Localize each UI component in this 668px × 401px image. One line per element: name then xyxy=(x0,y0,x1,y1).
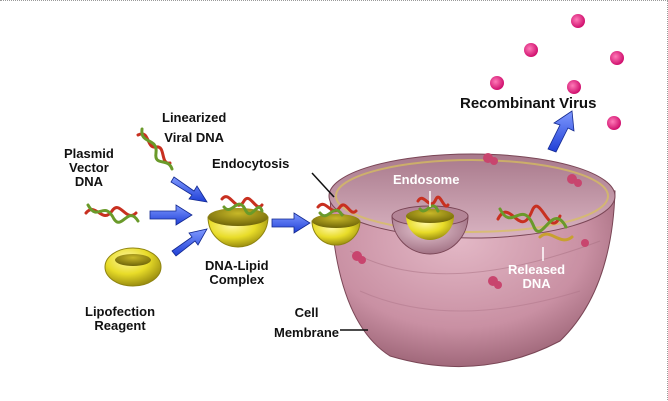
label-line: DNA xyxy=(74,174,104,189)
label-line: Vector xyxy=(69,160,109,175)
label-endocytosis: Endocytosis xyxy=(212,156,290,171)
label-released-dna: Released DNA xyxy=(508,263,565,291)
label-line: DNA-Lipid xyxy=(205,258,269,273)
label-linearized-viral-dna: Linearized Viral DNA xyxy=(162,111,226,145)
label-line: Released xyxy=(508,262,566,277)
lipid-vesicle-icon xyxy=(104,247,162,287)
label-line: Linearized xyxy=(162,110,227,125)
receptor-icon xyxy=(352,153,589,289)
label-line: Membrane xyxy=(274,325,340,340)
arrow-icon xyxy=(149,110,575,257)
dna-lipid-complex-icon xyxy=(207,208,269,248)
label-line: Plasmid xyxy=(64,146,114,161)
label-line: DNA xyxy=(522,276,551,291)
released-dna-icon xyxy=(496,204,574,242)
cell-body xyxy=(328,153,616,367)
label-plasmid-vector-dna: Plasmid Vector DNA xyxy=(64,147,114,189)
label-recombinant-virus: Recombinant Virus xyxy=(460,95,597,112)
label-line: Lipofection xyxy=(85,304,156,319)
label-line: Cell xyxy=(294,305,319,320)
endosome-vesicle xyxy=(391,205,469,255)
label-dna-lipid-complex: DNA-Lipid Complex xyxy=(205,259,269,287)
label-pointers xyxy=(311,172,544,331)
lipid-vesicle-entering-icon xyxy=(311,214,361,246)
label-line: Complex xyxy=(209,272,265,287)
virus-particle-icon xyxy=(490,14,624,130)
label-lipofection-reagent: Lipofection Reagent xyxy=(85,305,155,333)
dna-helix-icon xyxy=(84,127,450,224)
label-cell-membrane: Cell Membrane xyxy=(274,306,339,340)
label-line: Reagent xyxy=(94,318,146,333)
label-endosome: Endosome xyxy=(393,172,460,187)
label-line: Viral DNA xyxy=(164,130,225,145)
